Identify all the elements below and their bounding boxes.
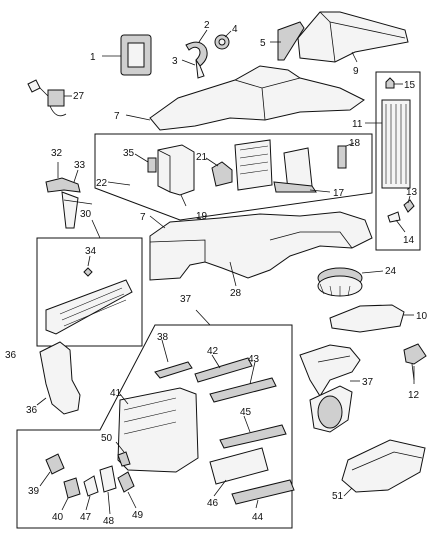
part-evaporator-core <box>234 139 273 191</box>
callout-27: 27 <box>73 91 85 102</box>
callout-35: 35 <box>123 148 135 159</box>
part-sensor-12 <box>403 343 427 381</box>
callout-7-upper: 7 <box>114 111 120 122</box>
callout-40: 40 <box>52 512 64 523</box>
callout-33: 33 <box>74 160 86 171</box>
part-door-45 <box>219 424 287 449</box>
frame-right-group <box>375 71 421 251</box>
part-clip <box>385 77 395 89</box>
part-evaporator-tubes <box>211 161 233 187</box>
callout-2: 2 <box>204 20 210 31</box>
part-rear-duct-51 <box>341 439 426 493</box>
callout-3: 3 <box>172 56 178 67</box>
part-link-48 <box>99 465 117 493</box>
frame-housing-assembly <box>16 324 293 529</box>
callout-4: 4 <box>232 24 238 35</box>
callout-45: 45 <box>240 407 252 418</box>
part-heater-tubes <box>45 177 93 229</box>
callout-36-lower: 36 <box>26 405 38 416</box>
callout-41: 41 <box>110 388 122 399</box>
part-blower-motor <box>317 267 363 297</box>
callout-37-top: 37 <box>180 294 192 305</box>
callout-36-side: 36 <box>5 350 17 361</box>
callout-7-lower: 7 <box>140 212 146 223</box>
callout-49: 49 <box>132 510 144 521</box>
callout-5: 5 <box>260 38 266 49</box>
part-air-inlet-duct <box>297 11 409 63</box>
frame-heater-core-group <box>36 237 143 347</box>
part-door-43 <box>209 377 277 403</box>
callout-46: 46 <box>207 498 219 509</box>
part-link-49 <box>117 471 135 493</box>
callout-42: 42 <box>207 346 219 357</box>
part-distribution-duct-36 <box>299 344 361 397</box>
part-upper-distribution-duct <box>149 65 365 131</box>
callout-51: 51 <box>332 491 344 502</box>
part-foam-seal <box>337 145 347 169</box>
callout-9: 9 <box>353 66 359 77</box>
callout-44: 44 <box>252 512 264 523</box>
callout-1: 1 <box>90 52 96 63</box>
callout-28: 28 <box>230 288 242 299</box>
callout-10: 10 <box>416 311 428 322</box>
leader-37-top <box>195 309 211 326</box>
part-drain-hose <box>185 41 208 79</box>
part-door-42 <box>194 357 253 383</box>
part-seal-ring <box>120 34 152 76</box>
callout-30: 30 <box>80 209 92 220</box>
part-blower-housing-lower <box>329 304 405 333</box>
part-link-47 <box>83 475 99 497</box>
part-door-38 <box>154 361 193 379</box>
callout-12: 12 <box>408 390 420 401</box>
part-door-44 <box>231 479 295 505</box>
part-clip-35 <box>147 157 157 173</box>
callout-19: 19 <box>196 211 208 222</box>
part-door-46 <box>209 447 269 485</box>
callout-38: 38 <box>157 332 169 343</box>
part-bracket-clips <box>387 199 415 223</box>
callout-37-right: 37 <box>362 377 374 388</box>
part-lever-50 <box>117 451 131 467</box>
callout-43: 43 <box>248 354 260 365</box>
part-actuator-39 <box>45 453 65 475</box>
callout-18: 18 <box>349 138 361 149</box>
part-clamp <box>83 267 93 277</box>
callout-39: 39 <box>28 486 40 497</box>
callout-32: 32 <box>51 148 63 159</box>
part-hvac-housing <box>117 387 199 473</box>
callout-13: 13 <box>406 187 418 198</box>
callout-48: 48 <box>103 516 115 527</box>
part-floor-duct-37 <box>309 385 353 433</box>
callout-15: 15 <box>404 80 416 91</box>
callout-50: 50 <box>101 433 113 444</box>
callout-14: 14 <box>403 235 415 246</box>
part-actuator-40 <box>63 477 81 499</box>
part-heater-core <box>45 279 133 335</box>
part-seal-strip <box>277 21 305 61</box>
frame-evaporator-group <box>94 133 373 221</box>
part-grommet <box>214 34 230 50</box>
callout-22: 22 <box>96 178 108 189</box>
part-evaporator-cover <box>157 144 195 196</box>
callout-47: 47 <box>80 512 92 523</box>
callout-24: 24 <box>385 266 397 277</box>
part-lower-heater-housing <box>149 211 373 281</box>
part-evaporator-seal <box>273 147 317 193</box>
callout-34: 34 <box>85 246 97 257</box>
part-defroster-duct <box>39 341 81 415</box>
callout-17: 17 <box>333 188 345 199</box>
callout-11: 11 <box>352 119 363 130</box>
part-actuator-motor <box>27 79 67 117</box>
callout-21: 21 <box>196 152 208 163</box>
